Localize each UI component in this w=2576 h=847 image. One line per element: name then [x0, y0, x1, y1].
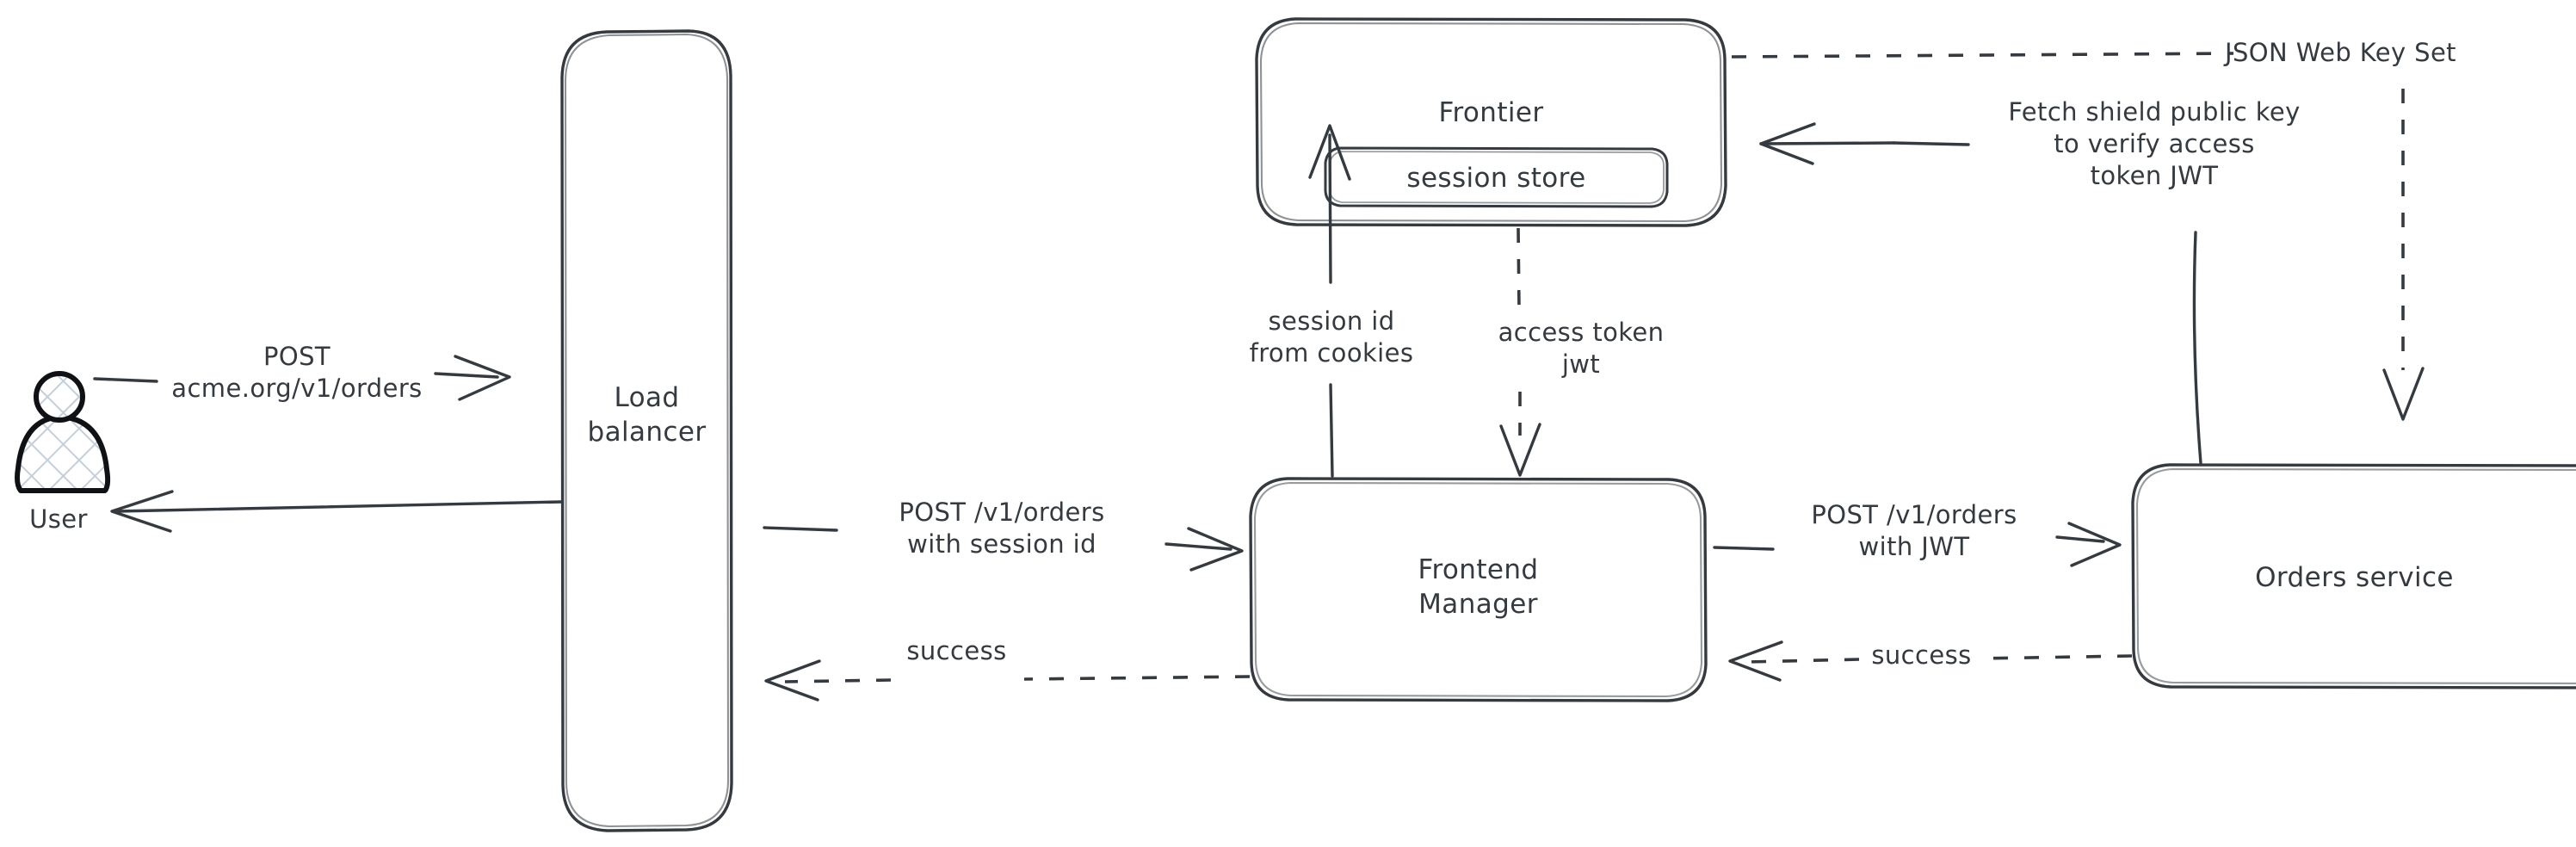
- edge-frontier-to-orders-service: [1731, 52, 2425, 421]
- edge-label-json-web-key-set: JSON Web Key Set: [2225, 38, 2456, 67]
- edge-load-balancer-to-frontend-manager: [763, 526, 1244, 572]
- edge-load-balancer-to-user: [110, 490, 564, 533]
- node-label-frontier: Frontier: [1438, 97, 1544, 128]
- edge-orders-service-to-frontend-manager-success: [1728, 640, 2133, 682]
- edge-label-load-balancer-to-frontend-manager: POST /v1/orders with session id: [899, 498, 1105, 560]
- edge-label-frontend-manager-to-orders-service: POST /v1/orders with JWT: [1811, 500, 2017, 562]
- node-label-load-balancer: Load balancer: [587, 382, 707, 448]
- edge-label-orders-service-to-frontier: Fetch shield public key to verify access…: [2008, 97, 2301, 191]
- actor-label-user: User: [29, 504, 88, 534]
- edge-frontend-manager-to-load-balancer-success: [764, 659, 1251, 702]
- edge-label-user-to-load-balancer: POST acme.org/v1/orders: [171, 342, 423, 404]
- edge-label-orders-service-to-frontend-manager-success: success: [1871, 640, 1972, 670]
- edge-label-frontier-to-frontend-manager: access token jwt: [1498, 318, 1665, 380]
- node-label-orders-service: Orders service: [2255, 562, 2454, 593]
- edge-frontend-manager-to-orders-service: [1713, 522, 2122, 567]
- node-label-session-store: session store: [1406, 163, 1586, 194]
- edge-label-frontend-manager-to-load-balancer-success: success: [906, 636, 1007, 665]
- edge-frontier-to-frontend-manager: [1499, 227, 1541, 477]
- edge-label-frontend-manager-to-frontier: session id from cookies: [1249, 306, 1414, 368]
- edge-user-to-load-balancer: [93, 355, 511, 401]
- node-orders-service[interactable]: [2131, 463, 2576, 689]
- edge-frontend-manager-to-frontier: [1308, 124, 1351, 478]
- node-session-store[interactable]: [1324, 146, 1669, 208]
- node-frontend-manager[interactable]: [1249, 477, 1708, 702]
- actor-user[interactable]: [15, 371, 111, 493]
- node-load-balancer[interactable]: [560, 29, 733, 832]
- edge-orders-service-to-frontier: [1759, 122, 2202, 465]
- node-label-frontend-manager: Frontend Manager: [1418, 554, 1539, 620]
